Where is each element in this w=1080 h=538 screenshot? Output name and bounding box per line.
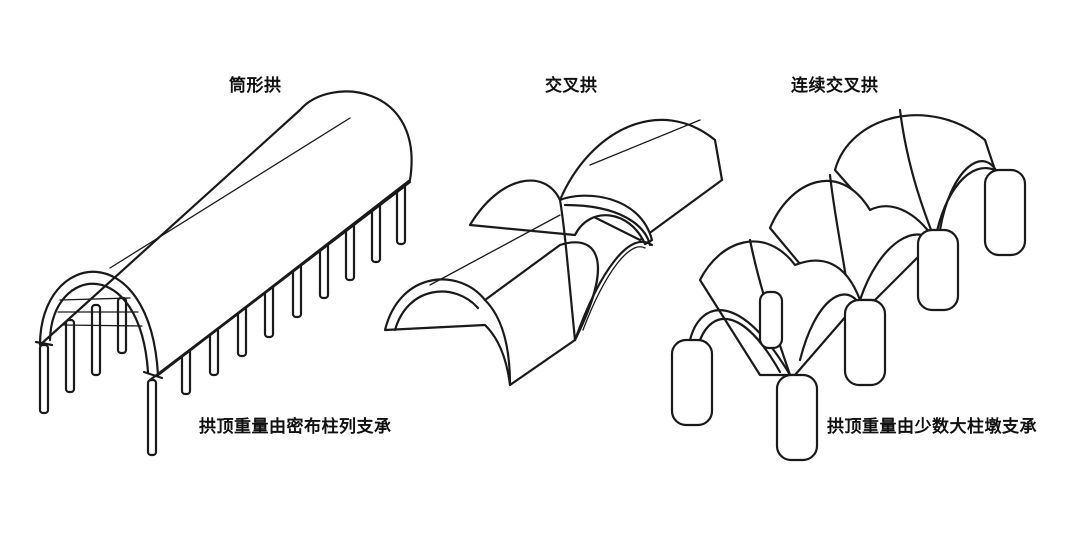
groin-vault-title: 交叉拱 [545,76,598,96]
continuous-groin-vault-title: 连续交叉拱 [791,76,879,96]
continuous-vault-piers [670,168,1027,462]
barrel-vault-title: 筒形拱 [229,76,282,96]
continuous-vault-support-note: 拱顶重量由少数大柱墩支承 [827,417,1037,437]
groin-vault-sketch [383,118,724,387]
continuous-groin-vault-sketch [670,108,1027,462]
barrel-vault-sketch [34,90,413,457]
barrel-vault-support-note: 拱顶重量由密布柱列支承 [199,417,392,437]
groin-vault-front-barrel [383,241,600,387]
